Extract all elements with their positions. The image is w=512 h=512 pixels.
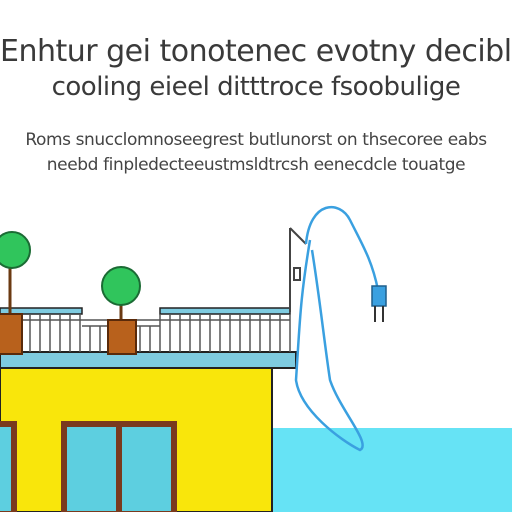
cable [294, 205, 380, 452]
water [270, 428, 512, 512]
plug-icon [371, 285, 387, 322]
body-text-line-2: neebd finpledecteeustmsldtrcsh eenecdcle… [46, 155, 466, 175]
headline-line-1: Enhtur gei tonotenec evotny deciblie [0, 34, 512, 69]
headline-line-2: cooling eieel ditttroce fsoobulige [51, 72, 461, 102]
tree-icon [0, 231, 31, 355]
railing [0, 307, 291, 352]
body-text-line-1: Roms snucclomnoseegrest butlunorst on th… [25, 130, 487, 150]
tree-icon [101, 266, 141, 355]
window-left [0, 421, 17, 512]
window-main [61, 421, 177, 512]
cable-pole [289, 227, 307, 312]
roof-slab [0, 351, 297, 369]
